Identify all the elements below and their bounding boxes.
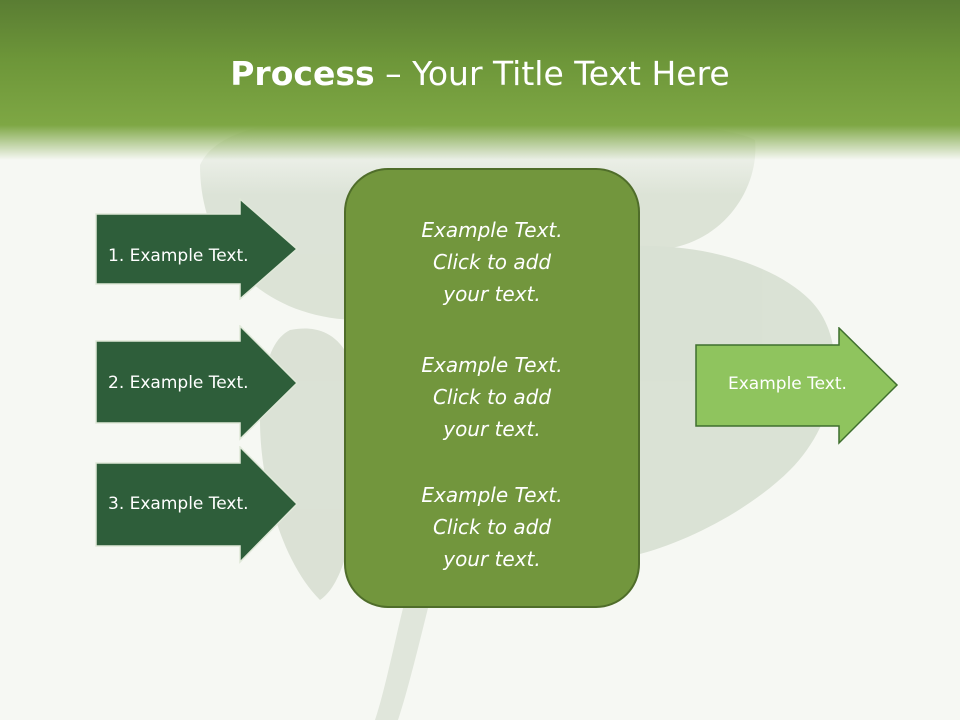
slide-title[interactable]: Process – Your Title Text Here	[0, 52, 960, 96]
center-block-2-line-1: Example Text.	[421, 353, 563, 377]
center-block-2-line-3: your text.	[443, 417, 541, 441]
center-block-3-line-1: Example Text.	[421, 483, 563, 507]
title-banner	[0, 0, 960, 195]
left-arrow-2[interactable]: 2. Example Text.	[95, 324, 300, 445]
left-arrow-3-label: 3. Example Text.	[108, 494, 249, 514]
center-block-1-line-2: Click to add	[432, 250, 552, 274]
center-block-3: Example Text. Click to add your text.	[346, 479, 638, 575]
left-arrow-3[interactable]: 3. Example Text.	[95, 445, 300, 568]
center-block-1: Example Text. Click to add your text.	[346, 214, 638, 310]
center-block-2-line-2: Click to add	[432, 385, 552, 409]
title-rest-text: – Your Title Text Here	[374, 54, 730, 93]
center-block-2: Example Text. Click to add your text.	[346, 349, 638, 445]
center-text-box[interactable]: Example Text. Click to add your text. Ex…	[344, 168, 640, 608]
center-block-3-line-2: Click to add	[432, 515, 552, 539]
left-arrow-1[interactable]: 1. Example Text.	[95, 197, 300, 304]
left-arrow-2-label: 2. Example Text.	[108, 373, 249, 393]
center-block-1-line-3: your text.	[443, 282, 541, 306]
center-block-3-line-3: your text.	[443, 547, 541, 571]
right-arrow-label: Example Text.	[728, 374, 847, 394]
left-arrow-1-label: 1. Example Text.	[108, 246, 249, 266]
right-arrow[interactable]: Example Text.	[695, 326, 900, 449]
title-bold-text: Process	[230, 54, 375, 93]
center-block-1-line-1: Example Text.	[421, 218, 563, 242]
